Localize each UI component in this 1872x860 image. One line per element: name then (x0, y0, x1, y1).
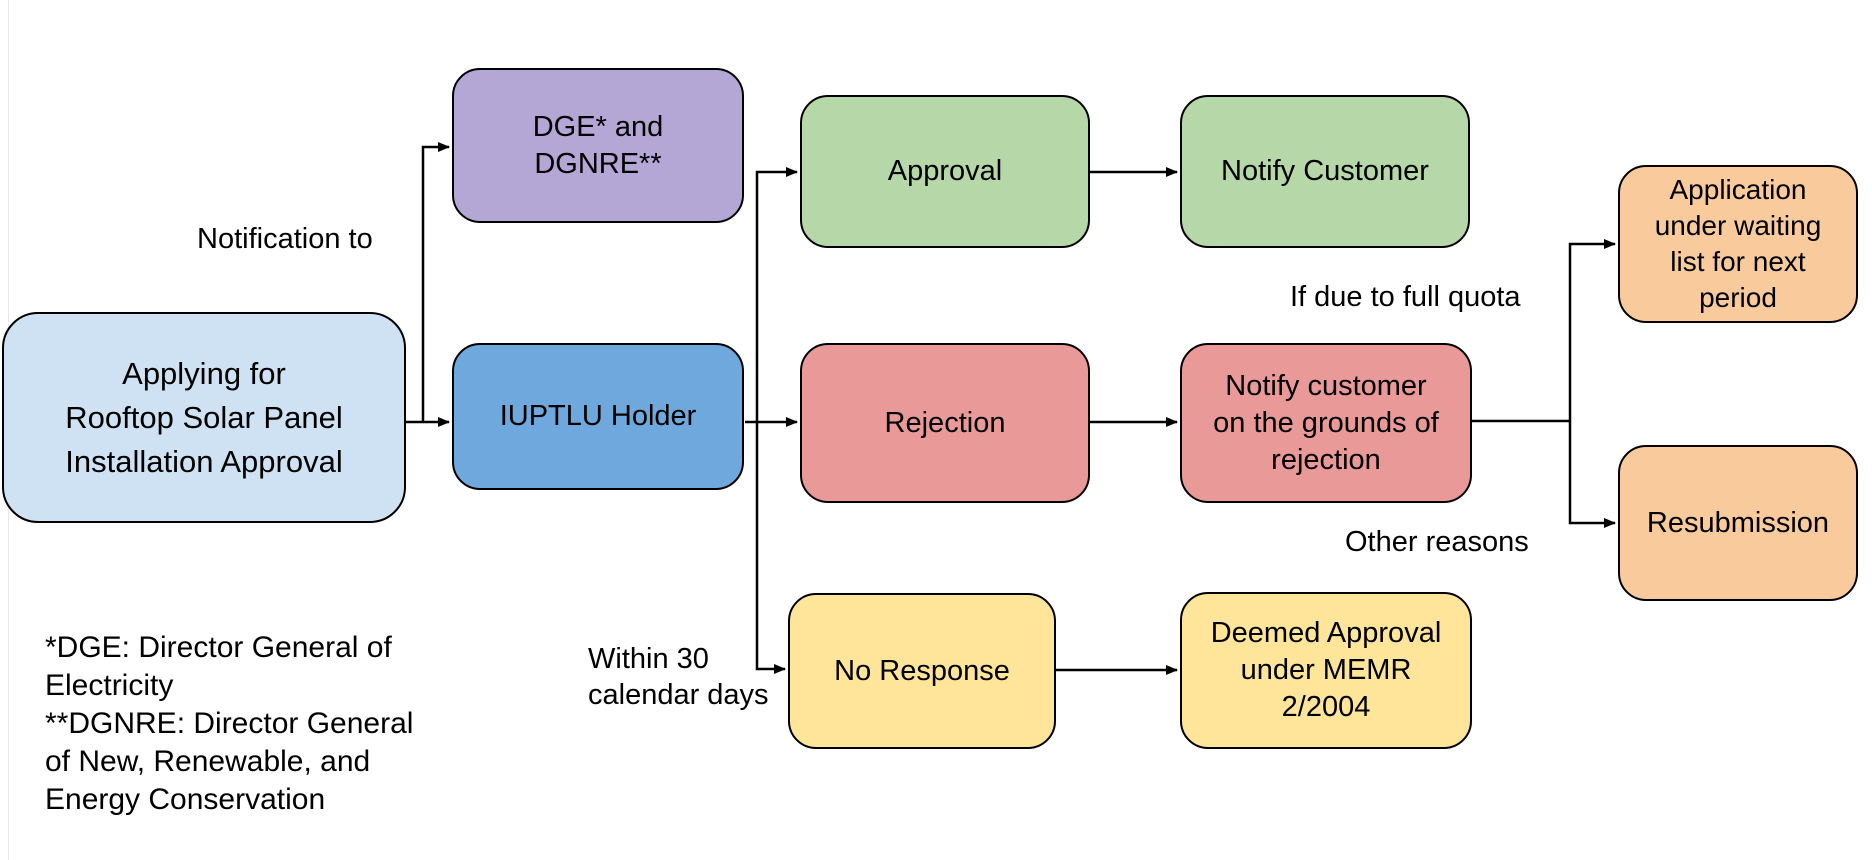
node-resubmission: Resubmission (1618, 445, 1858, 601)
node-deemed-approval: Deemed Approval under MEMR 2/2004 (1180, 592, 1472, 749)
node-no-response: No Response (788, 593, 1056, 749)
node-iuptlu-holder: IUPTLU Holder (452, 343, 744, 490)
node-notify-customer: Notify Customer (1180, 95, 1470, 248)
node-approval: Approval (800, 95, 1090, 248)
node-waiting-list: Application under waiting list for next … (1618, 165, 1858, 323)
edge-label-other-reasons: Other reasons (1345, 526, 1529, 558)
node-rejection: Rejection (800, 343, 1090, 503)
edge-label-notification-to: Notification to (197, 223, 373, 255)
footnote-abbreviations: *DGE: Director General of Electricity **… (45, 631, 414, 816)
edge-label-if-due-to-full-quota: If due to full quota (1290, 281, 1521, 313)
node-applying-for-approval: Applying for Rooftop Solar Panel Install… (2, 312, 406, 523)
node-notify-grounds-of-rejection: Notify customer on the grounds of reject… (1180, 343, 1472, 503)
node-dge-dgnre: DGE* and DGNRE** (452, 68, 744, 223)
edge-label-within-30-days: Within 30 calendar days (588, 643, 769, 711)
